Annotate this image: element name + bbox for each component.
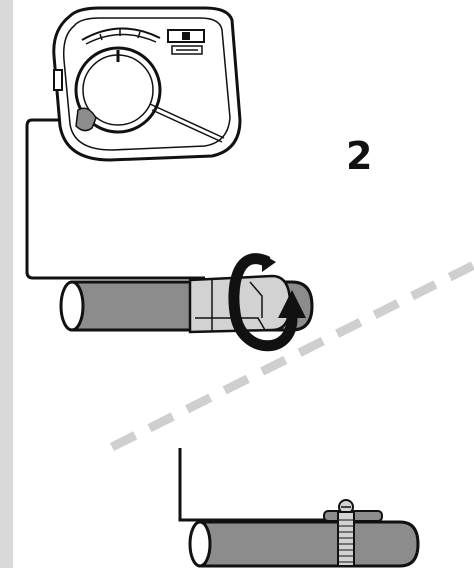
hose-clamp	[337, 499, 355, 567]
mode-switch	[167, 29, 205, 55]
left-margin-strip	[0, 0, 13, 568]
pipe-end-top	[59, 280, 85, 332]
step-number: 2	[346, 134, 373, 178]
pipe-end-bottom	[188, 520, 212, 568]
sensor-cable-top	[25, 118, 205, 280]
temperature-dial	[74, 46, 162, 134]
sensor-cable-bottom	[178, 448, 330, 522]
section-divider	[109, 260, 474, 452]
rotate-arrow-icon	[228, 253, 306, 352]
pipe-bottom	[188, 520, 420, 568]
thermostat-controller	[52, 6, 242, 162]
